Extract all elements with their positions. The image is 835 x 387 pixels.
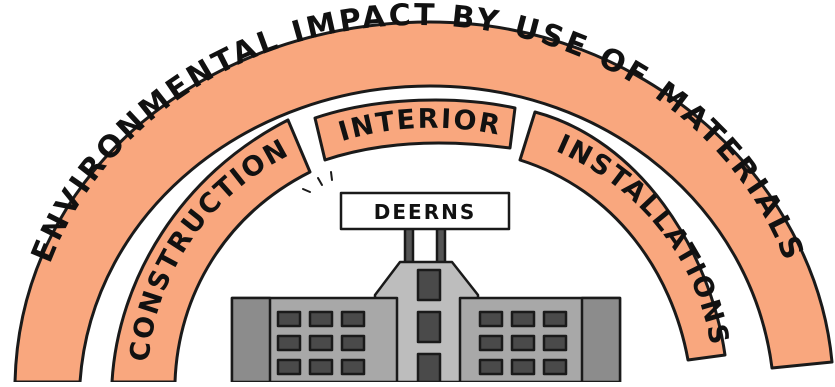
window <box>308 358 334 376</box>
window <box>478 358 504 376</box>
construction-segment <box>110 118 312 384</box>
window <box>478 334 504 352</box>
window <box>340 334 366 352</box>
right-wing-side <box>580 296 622 384</box>
tower-window <box>416 268 442 302</box>
sketch-marks <box>302 171 333 193</box>
window <box>308 310 334 328</box>
building-sign-text: DEERNS <box>374 200 476 224</box>
outer-arc-band <box>13 20 834 384</box>
window <box>510 310 536 328</box>
window <box>308 334 334 352</box>
building: DEERNS <box>230 191 622 384</box>
installations-segment <box>518 110 727 362</box>
tower-window <box>416 352 442 384</box>
window <box>542 334 568 352</box>
window <box>542 358 568 376</box>
window <box>276 310 302 328</box>
window <box>340 358 366 376</box>
window <box>542 310 568 328</box>
window <box>276 334 302 352</box>
window <box>510 358 536 376</box>
interior-segment <box>313 98 517 162</box>
window <box>340 310 366 328</box>
window <box>276 358 302 376</box>
building-sign <box>339 191 511 231</box>
tower-window <box>416 310 442 344</box>
window <box>478 310 504 328</box>
window <box>510 334 536 352</box>
left-wing-side <box>230 296 272 384</box>
